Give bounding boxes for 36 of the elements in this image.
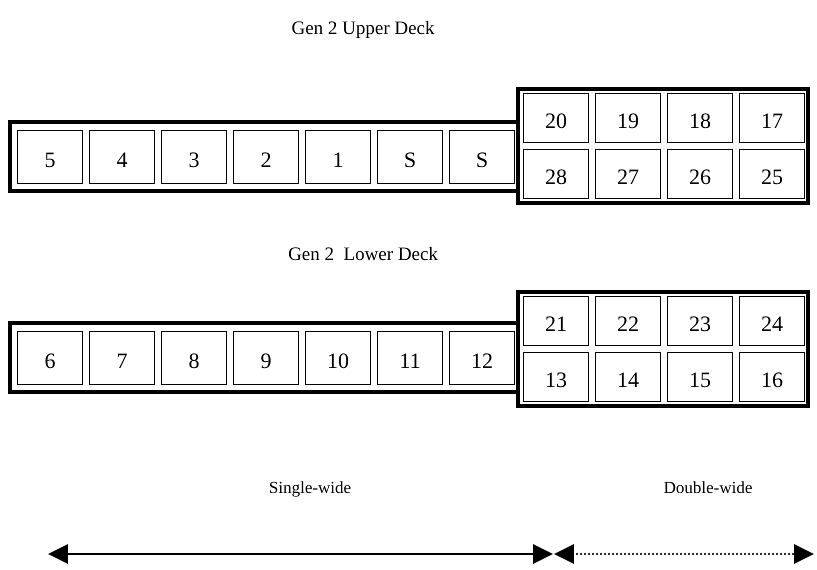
slot-box: 18 — [667, 93, 733, 143]
dimension-label: Single-wide — [268, 478, 352, 498]
slot-frame — [516, 87, 810, 205]
slot-box: 1 — [305, 130, 371, 184]
slot-box: 17 — [739, 93, 805, 143]
slot-box: 24 — [739, 296, 805, 346]
slot-box: 13 — [523, 352, 589, 402]
slot-box: 26 — [667, 149, 733, 199]
dimension-label: Double-wide — [664, 478, 752, 498]
slot-box: 6 — [17, 331, 83, 385]
slot-box: 12 — [449, 331, 515, 385]
slot-box: 22 — [595, 296, 661, 346]
slot-box: 5 — [17, 130, 83, 184]
slot-box: 27 — [595, 149, 661, 199]
deck-title: Gen 2 Lower Deck — [288, 244, 438, 266]
slot-box: 14 — [595, 352, 661, 402]
slot-box: 10 — [305, 331, 371, 385]
slot-box: 20 — [523, 93, 589, 143]
slot-box: 28 — [523, 149, 589, 199]
slot-box: 7 — [89, 331, 155, 385]
slot-box: 11 — [377, 331, 443, 385]
slot-box: S — [449, 130, 515, 184]
slot-frame — [516, 290, 810, 408]
deck-title: Gen 2 Upper Deck — [292, 18, 434, 40]
slot-box: 23 — [667, 296, 733, 346]
slot-box: 9 — [233, 331, 299, 385]
slot-box: 19 — [595, 93, 661, 143]
slot-box: 15 — [667, 352, 733, 402]
slot-box: 4 — [89, 130, 155, 184]
slot-box: 3 — [161, 130, 227, 184]
slot-box: 25 — [739, 149, 805, 199]
slot-box: 21 — [523, 296, 589, 346]
slot-box: 2 — [233, 130, 299, 184]
slot-box: S — [377, 130, 443, 184]
slot-box: 8 — [161, 331, 227, 385]
slot-box: 16 — [739, 352, 805, 402]
